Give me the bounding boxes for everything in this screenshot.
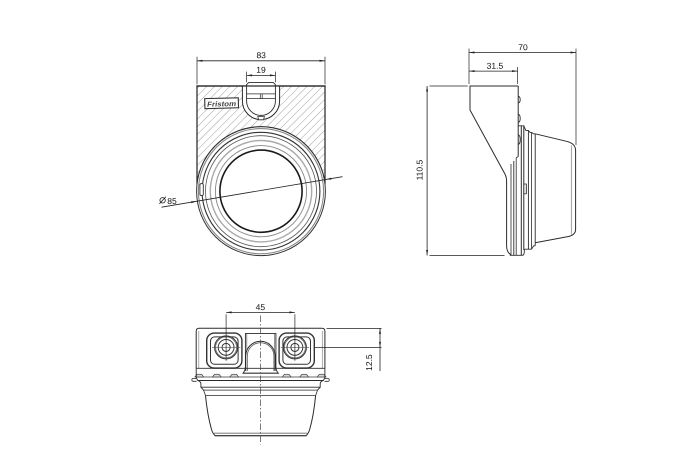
svg-text:31.5: 31.5	[487, 61, 504, 71]
svg-text:45: 45	[256, 302, 266, 312]
svg-text:83: 83	[256, 50, 266, 60]
svg-text:12.5: 12.5	[364, 354, 374, 371]
svg-text:Fristom: Fristom	[207, 99, 237, 109]
svg-text:85: 85	[167, 196, 177, 206]
svg-text:110.5: 110.5	[415, 160, 425, 181]
svg-text:19: 19	[256, 65, 266, 75]
svg-text:70: 70	[518, 42, 528, 52]
